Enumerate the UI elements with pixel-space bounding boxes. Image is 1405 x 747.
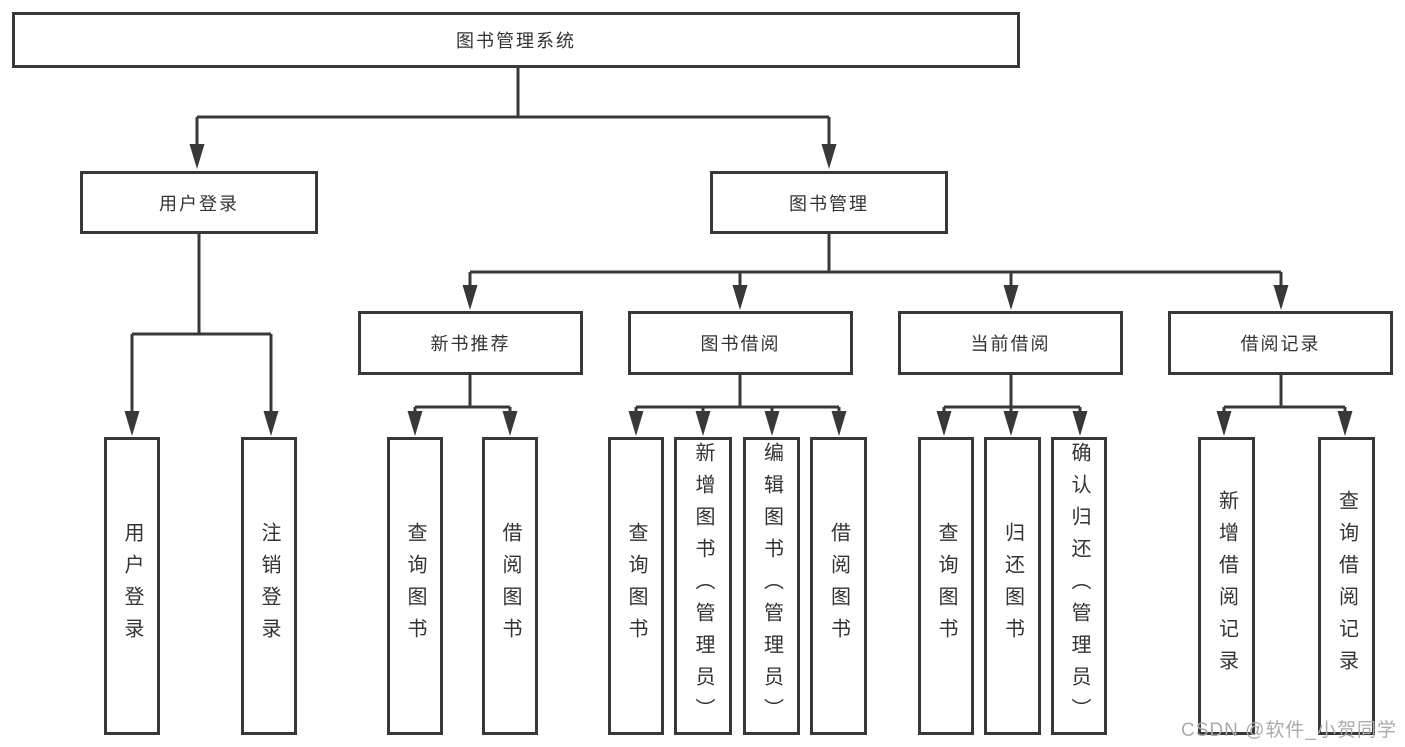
arrowhead <box>821 144 837 169</box>
arrowhead <box>1337 411 1353 436</box>
csdn-watermark: CSDN @软件_小贺同学 <box>1181 720 1397 741</box>
node-label: 图书管理 <box>789 193 869 214</box>
leaf-newbook-query-books: 查询图书 <box>387 437 443 735</box>
arrowhead <box>732 285 748 310</box>
node-book-management: 图书管理 <box>710 171 948 234</box>
node-new-book-recommend: 新书推荐 <box>358 311 583 375</box>
node-label: 借阅图书 <box>827 522 850 650</box>
connector-book-mgmt-to-level3 <box>462 234 1289 310</box>
node-label: 借阅记录 <box>1240 334 1321 354</box>
node-label: 查询图书 <box>404 522 426 650</box>
node-label: 确认归还（管理员） <box>1068 442 1090 730</box>
arrowhead <box>1273 285 1289 310</box>
arrowhead <box>502 411 518 436</box>
node-label: 注销登录 <box>258 522 280 650</box>
arrowhead <box>124 411 140 436</box>
node-label: 查询图书 <box>625 522 647 650</box>
arrowhead <box>407 411 423 436</box>
node-root-system: 图书管理系统 <box>12 12 1020 68</box>
leaf-user-login: 用户登录 <box>104 437 160 735</box>
arrowhead <box>936 411 952 436</box>
leaf-borrow-add-books-admin: 新增图书（管理员） <box>674 437 732 735</box>
node-label: 查询借阅记录 <box>1335 490 1358 682</box>
arrowhead <box>1216 411 1232 436</box>
arrowhead <box>628 411 644 436</box>
node-label: 借阅图书 <box>499 522 521 650</box>
node-label: 编辑图书（管理员） <box>760 442 783 730</box>
connector-records-children <box>1216 375 1353 436</box>
node-book-borrow: 图书借阅 <box>628 311 853 375</box>
node-label: 新书推荐 <box>430 334 511 354</box>
leaf-newbook-borrow-books: 借阅图书 <box>482 437 538 735</box>
leaf-borrow-edit-books-admin: 编辑图书（管理员） <box>743 437 800 735</box>
node-user-login: 用户登录 <box>80 171 318 234</box>
leaf-borrow-borrow-books: 借阅图书 <box>810 437 867 735</box>
leaf-logout: 注销登录 <box>241 437 297 735</box>
arrowhead <box>462 285 478 310</box>
connector-current-borrow-children <box>936 375 1088 436</box>
arrowhead <box>1003 411 1019 436</box>
arrowhead <box>695 411 711 436</box>
leaf-borrow-query-books: 查询图书 <box>608 437 664 735</box>
leaf-current-query-books: 查询图书 <box>918 437 974 735</box>
leaf-records-query-record: 查询借阅记录 <box>1318 437 1375 735</box>
leaf-current-return-books: 归还图书 <box>984 437 1041 735</box>
leaf-records-add-record: 新增借阅记录 <box>1198 437 1255 735</box>
connector-book-borrow-children <box>628 375 847 436</box>
node-label: 归还图书 <box>1001 522 1024 650</box>
arrowhead <box>764 411 780 436</box>
arrowhead <box>1003 285 1019 310</box>
arrowhead <box>1072 411 1088 436</box>
node-label: 查询图书 <box>935 522 957 650</box>
arrowhead <box>189 144 205 169</box>
node-label: 用户登录 <box>159 193 239 214</box>
node-label: 用户登录 <box>121 522 143 650</box>
arrowhead <box>831 411 847 436</box>
node-label: 图书管理系统 <box>456 31 576 51</box>
connector-user-login-children <box>124 234 279 436</box>
node-borrow-records: 借阅记录 <box>1168 311 1393 375</box>
arrowhead <box>263 411 279 436</box>
node-current-borrow: 当前借阅 <box>898 311 1123 375</box>
connector-root-to-level2 <box>189 68 837 169</box>
leaf-current-confirm-return-admin: 确认归还（管理员） <box>1051 437 1107 735</box>
node-label: 图书借阅 <box>700 334 781 354</box>
node-label: 当前借阅 <box>970 334 1051 354</box>
node-label: 新增借阅记录 <box>1215 490 1238 682</box>
node-label: 新增图书（管理员） <box>692 442 714 730</box>
connector-new-book-children <box>407 375 518 436</box>
